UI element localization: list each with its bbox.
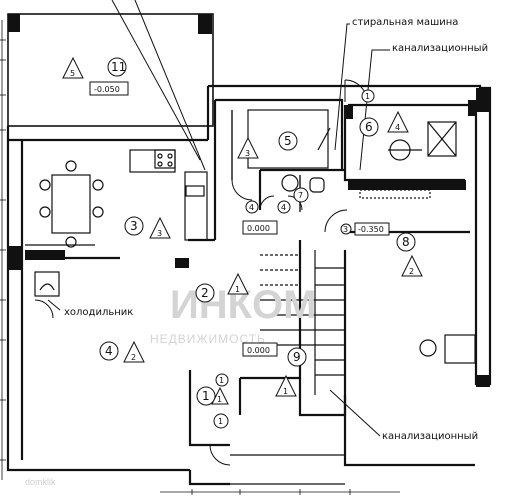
- wall-columns: [8, 14, 490, 387]
- room-5-number: 5: [284, 134, 292, 148]
- sewer-riser-icon: [419, 339, 437, 357]
- chair-icon: [39, 179, 51, 191]
- level-text: -0.050 0.000 -0.350 0.000 3: [94, 85, 384, 355]
- marker-2-room8: 2: [409, 267, 414, 276]
- level-boxes: [89, 81, 390, 357]
- room-1-number: 1: [202, 389, 210, 403]
- level-hall-lower: 0.000: [247, 346, 270, 355]
- triangle-marker-text: 5 3 4 3 2 1 2 1 1: [70, 69, 414, 404]
- marker-3-door: 3: [343, 225, 348, 234]
- toilet-icon: [309, 177, 325, 193]
- leader-lines: [47, 0, 390, 437]
- boiler-icon: [427, 121, 457, 157]
- door-swings: [34, 79, 368, 466]
- room-7-number: 7: [298, 191, 303, 200]
- marker-top-number: 1: [365, 92, 370, 101]
- label-sewer-top: канализационный: [392, 43, 488, 54]
- watermark-tagline: НЕДВИЖИМОСТЬ: [150, 332, 266, 346]
- walls: [6, 13, 492, 486]
- staircase: [260, 254, 345, 376]
- marker-1-entry: 1: [217, 395, 222, 404]
- label-fridge: холодильник: [64, 307, 133, 318]
- cabinet: [444, 334, 476, 364]
- text-labels: стиральная машина канализационный холоди…: [62, 14, 521, 442]
- room-4a-number: 4: [249, 203, 254, 212]
- room-6-number: 6: [365, 120, 373, 134]
- triangle-markers: [62, 56, 423, 405]
- kitchen-counter: [129, 149, 176, 173]
- watermark-source: domklik: [25, 477, 56, 487]
- room-4b-number: 4: [281, 203, 286, 212]
- fridge-icon: [34, 271, 60, 297]
- marker-5-terrace: 5: [70, 69, 75, 78]
- label-sewer-bottom: канализационный: [382, 431, 478, 442]
- chair-icon: [65, 236, 77, 248]
- room-3-number: 3: [130, 219, 138, 233]
- room-number-text: 11 5 6 3 8 2 4 9 1 1 7 4 4 1 1: [105, 60, 410, 426]
- label-washing-machine: стиральная машина: [352, 17, 458, 28]
- room-4-number: 4: [105, 344, 113, 358]
- chair-icon: [39, 206, 51, 218]
- washbasin-icon: [281, 174, 299, 192]
- level-main-hall: 0.000: [247, 224, 270, 233]
- kitchen-counter-side: [184, 171, 208, 241]
- stove-icon: [154, 149, 176, 169]
- room-8-number: 8: [402, 235, 410, 249]
- room-numbers: [99, 57, 416, 429]
- chair-icon: [92, 206, 104, 218]
- room-9-number: 9: [293, 350, 301, 364]
- sink-icon: [185, 185, 205, 197]
- chair-icon: [65, 160, 77, 172]
- level-terrace: -0.050: [94, 85, 120, 94]
- marker-2-room4: 2: [131, 353, 136, 362]
- dining-table: [51, 174, 91, 234]
- marker-1-hall: 1: [235, 285, 240, 294]
- marker-1-room9: 1: [283, 387, 288, 396]
- dimension-ticks: [0, 20, 400, 495]
- level-room-8: -0.350: [358, 225, 384, 234]
- furniture: [34, 109, 476, 376]
- room-2-number: 2: [201, 286, 209, 300]
- marker-4-boiler: 4: [395, 123, 400, 132]
- chair-icon: [92, 179, 104, 191]
- room-1b-number: 1: [218, 417, 223, 426]
- marker-1-number: 1: [219, 376, 224, 385]
- room-11-number: 11: [111, 60, 126, 74]
- marker-3-bath: 3: [245, 149, 250, 158]
- marker-3-kitchen: 3: [157, 229, 162, 238]
